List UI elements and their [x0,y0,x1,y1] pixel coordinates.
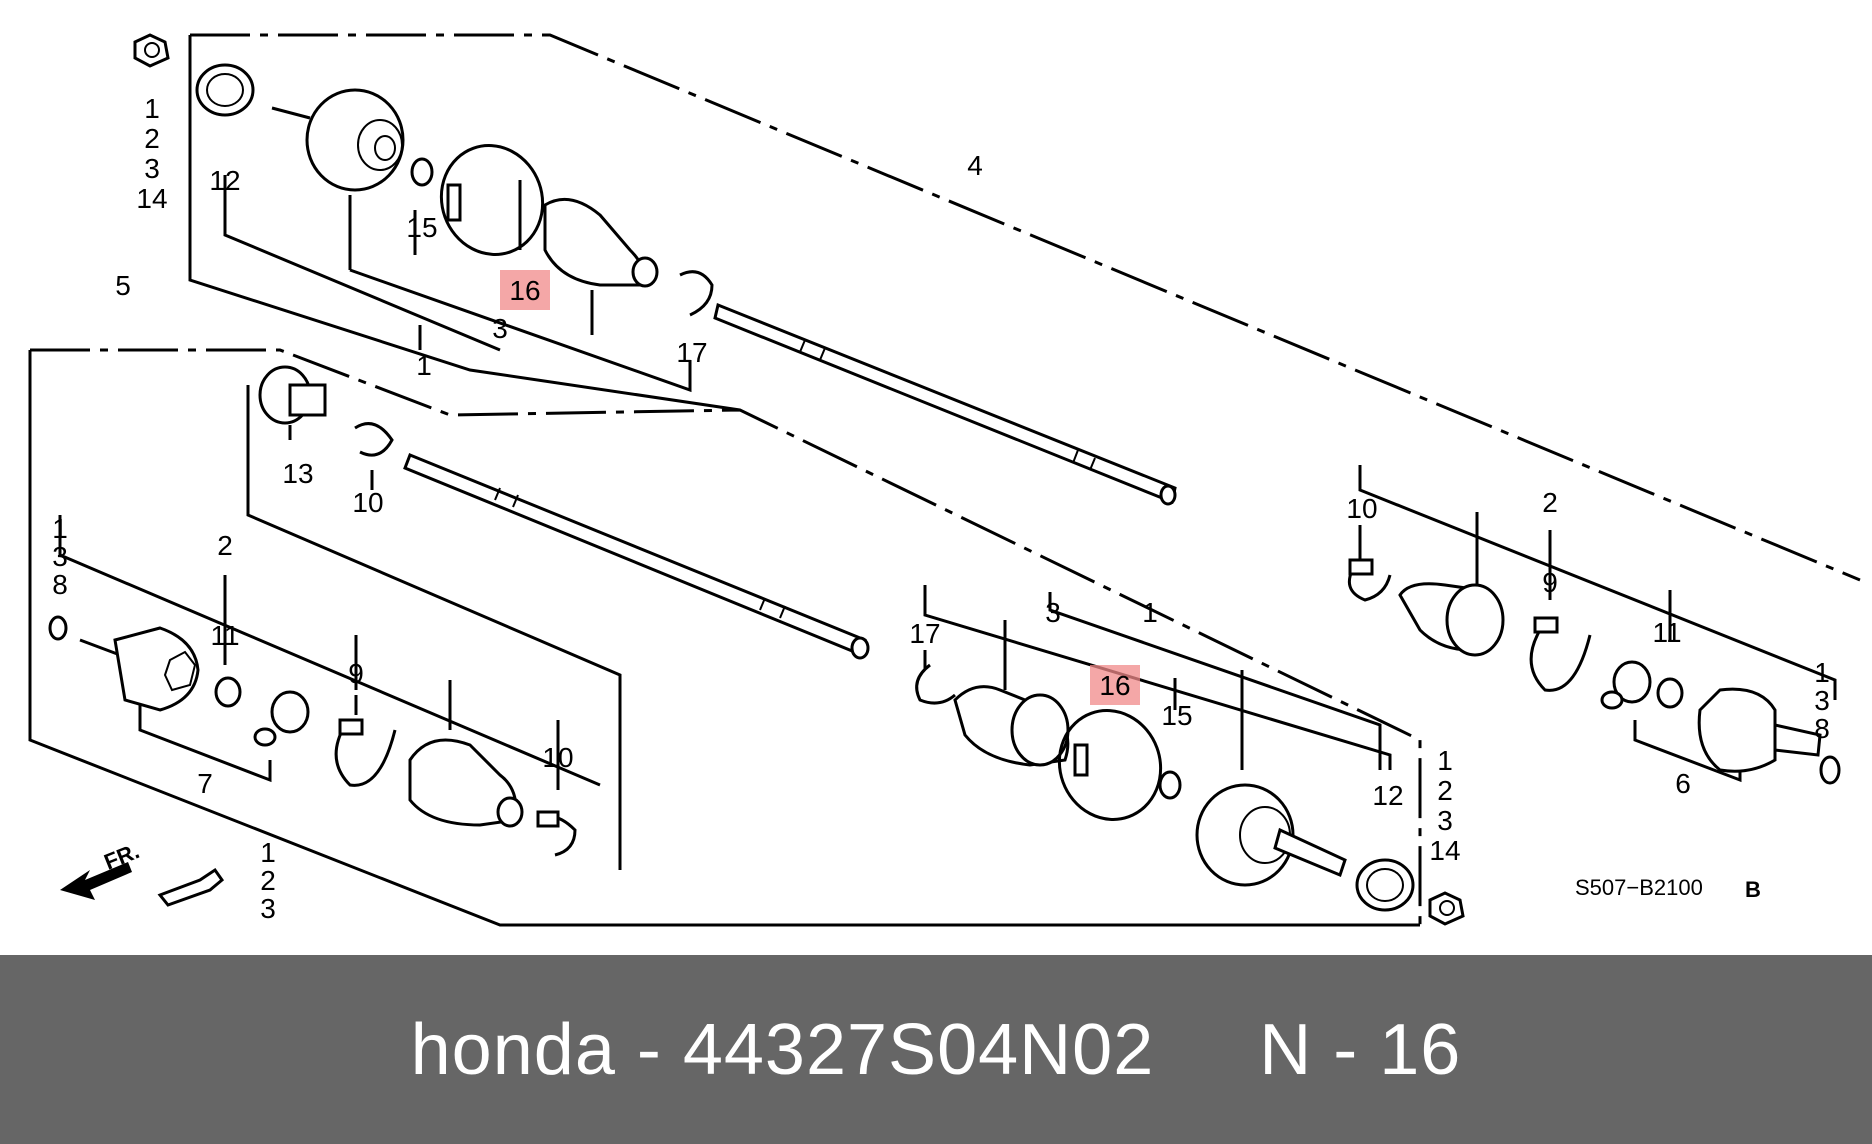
label-9-left: 9 [348,658,364,689]
front-arrow [60,862,132,900]
dust-seal-top [195,63,255,117]
label-bl-3: 3 [260,893,276,924]
callout-brackets-mid-right [923,585,1392,770]
label-5: 5 [115,270,131,301]
highlight-16-mid [1090,665,1140,705]
separator: - [615,1009,683,1090]
label-2-left: 2 [217,530,233,561]
part-number: 44327S04N02 [682,1009,1155,1090]
label-figure-code-suffix: B [1745,877,1761,902]
boot-band-10-left [536,810,577,857]
callout-brackets-right [1358,465,1837,783]
flange-nut-bottom [1428,891,1465,926]
label-nut-top-2: 2 [144,123,160,154]
label-1-top: 1 [416,350,432,381]
boot-band-16-top [439,144,545,256]
shaft-top [713,302,1177,506]
label-2-right: 2 [1542,487,1558,518]
boot-mid [953,685,1070,767]
boot-band-10-right [1347,558,1392,602]
damper-13 [258,365,327,440]
part-number-banner: honda - 44327S04N02 N - 16 [0,955,1872,1144]
label-right-clip-8: 8 [1814,713,1830,744]
parts-diagram: 1 2 3 14 12 15 16 3 1 17 4 5 13 10 1 3 8… [28,33,1861,927]
boot-left [408,738,524,828]
inboard-joint-left [79,626,200,712]
label-3-mid: 3 [1045,597,1061,628]
grease-tube [157,867,225,907]
label-7: 7 [197,768,213,799]
label-10-left: 10 [542,742,573,773]
label-left-clip-3: 3 [52,541,68,572]
spider-right [1600,660,1652,710]
label-nut-top-3: 3 [144,153,160,184]
label-17-top: 17 [676,337,707,368]
label-11-left: 11 [210,620,239,651]
bracket-mid [246,385,622,870]
label-10-mid: 10 [352,487,383,518]
spider-left [253,690,310,747]
label-nut-bottom-14: 14 [1429,835,1460,866]
shaft-mid [403,453,870,660]
label-15-top: 15 [406,212,437,243]
label-nut-bottom-1: 1 [1437,745,1453,776]
label-nut-top-1: 1 [144,93,160,124]
label-12-top: 12 [209,165,240,196]
label-16-top: 16 [509,275,540,306]
boot-band-9-right [1529,616,1592,692]
label-1-mid: 1 [1142,597,1158,628]
gap [1154,1009,1259,1091]
label-left-clip-8: 8 [52,569,68,600]
label-right-clip-1: 1 [1814,657,1830,688]
circlip-11-left [214,676,242,708]
label-nut-top-14: 14 [136,183,167,214]
label-11-right: 11 [1652,617,1681,648]
label-left-clip-1: 1 [52,513,68,544]
boot-top [543,197,659,288]
label-15-mid: 15 [1161,700,1192,731]
label-9-right: 9 [1542,567,1558,598]
label-13: 13 [282,458,313,489]
inboard-joint-right [1697,687,1822,773]
exploded-drive-shaft-drawing: 1 2 3 14 12 15 16 3 1 17 4 5 13 10 1 3 8… [28,33,1861,927]
highlight-16-top [500,270,550,310]
label-nut-bottom-2: 2 [1437,775,1453,806]
label-nut-bottom-3: 3 [1437,805,1453,836]
outboard-joint-top [271,88,405,192]
reference-number: N - 16 [1259,1009,1462,1090]
dust-seal-mid [1355,858,1415,912]
boot-right [1398,582,1505,657]
outboard-joint-mid [1195,783,1347,887]
flange-nut-top [133,33,170,68]
group-outline-5 [28,348,1422,927]
circlip-8-left [48,615,68,641]
label-10-right: 10 [1346,493,1377,524]
label-6: 6 [1675,768,1691,799]
circlip-15-mid [1158,770,1182,800]
label-fr: FR. [101,838,143,874]
brand-text: honda [410,1009,616,1090]
label-3-top: 3 [492,313,508,344]
label-bl-2: 2 [260,865,276,896]
boot-band-17-mid [915,663,956,705]
label-12-mid: 12 [1372,780,1403,811]
circlip-11-right [1656,677,1684,709]
group-outline-4 [188,33,1861,582]
boot-band-17-top [679,270,714,317]
label-4: 4 [967,150,983,181]
label-17-mid: 17 [909,618,940,649]
boot-band-10-mid [354,422,394,490]
circlip-8-right [1819,755,1841,785]
callout-brackets-top [223,175,692,393]
label-right-clip-3: 3 [1814,685,1830,716]
circlip-15-top [410,157,434,187]
label-16-mid: 16 [1099,670,1130,701]
label-figure-code: S507−B2100 [1575,875,1703,900]
boot-band-16-mid [1057,709,1163,821]
boot-band-9-left [334,718,397,787]
label-bl-1: 1 [260,837,276,868]
